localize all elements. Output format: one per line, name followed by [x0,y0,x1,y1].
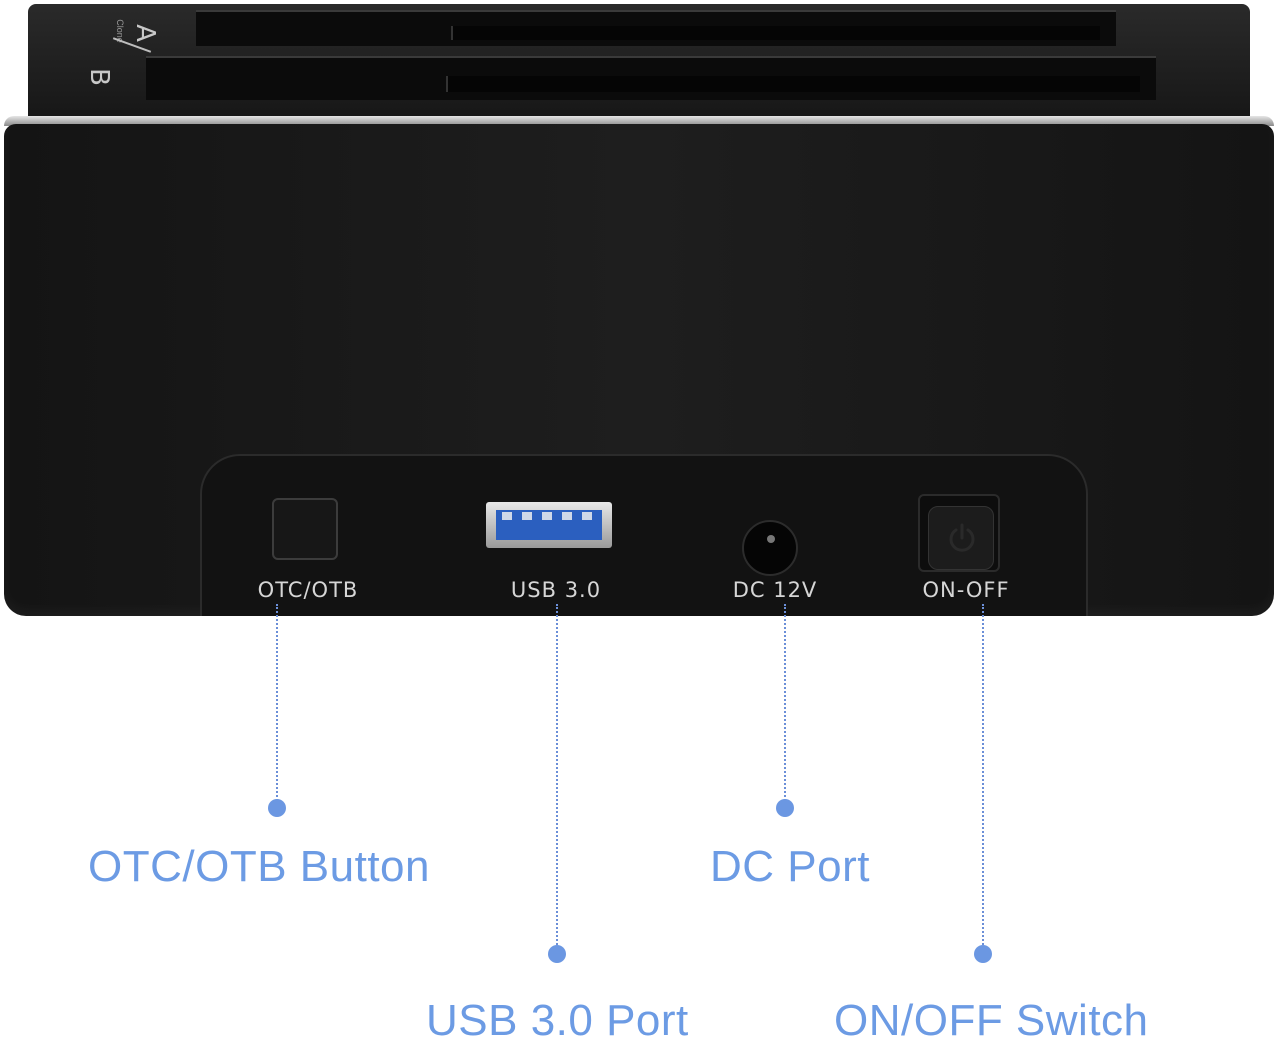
drive-slot-a [196,10,1116,46]
otc-otb-button [272,498,338,560]
callout-dc-port: DC Port [710,842,870,891]
port-label-power: ON-OFF [922,578,1010,602]
callout-dot-otc [268,799,286,817]
callout-usb-port: USB 3.0 Port [426,996,689,1045]
usb-pins [502,512,596,520]
power-icon [949,523,975,552]
callout-dot-usb [548,945,566,963]
drive-slot-b [146,56,1156,100]
port-label-dc: DC 12V [732,578,818,602]
slot-b-mark: B [83,68,114,86]
leader-line-otc [276,604,278,808]
port-label-usb: USB 3.0 [510,578,602,602]
dc-pin [767,535,775,543]
slot-a-mark: A [129,24,160,42]
leader-line-dc [784,604,786,808]
power-switch [918,494,1000,572]
callout-dot-dc [776,799,794,817]
usb-3-port [486,502,612,548]
slot-b-opening [446,76,1140,92]
callout-otc-otb-button: OTC/OTB Button [88,842,430,891]
dc-jack [742,520,798,576]
port-label-otc: OTC/OTB [257,578,359,602]
device-top: A Clone B [28,4,1250,124]
device-edge-highlight [4,116,1274,126]
callout-on-off-switch: ON/OFF Switch [834,996,1149,1045]
leader-line-usb [556,604,558,952]
callout-dot-power [974,945,992,963]
leader-line-power [982,604,984,952]
slot-a-opening [451,26,1100,40]
power-switch-cap [928,506,994,570]
